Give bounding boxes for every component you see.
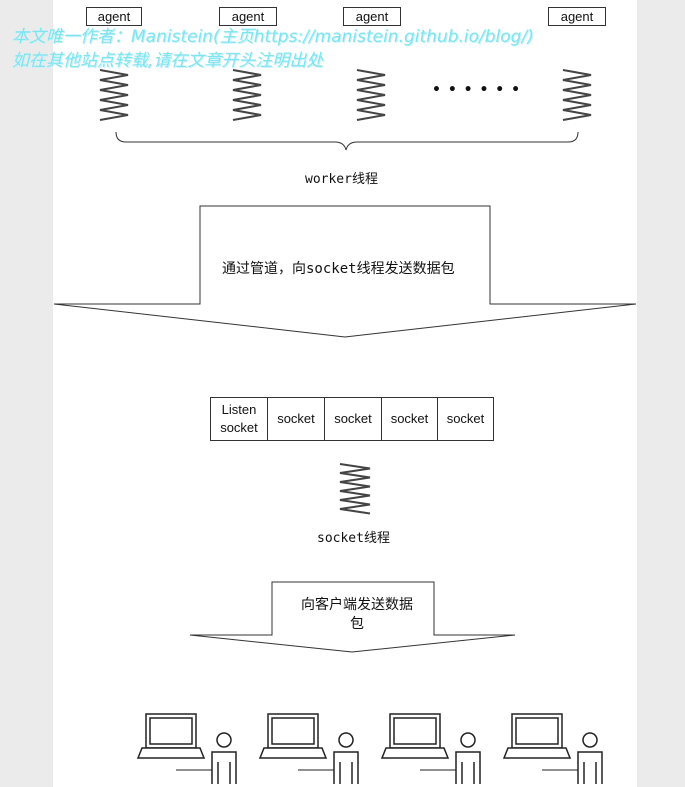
person-icon [577, 732, 603, 784]
laptop-icon [502, 713, 572, 759]
agent-box-4: agent [548, 7, 606, 26]
laptop-icon [136, 713, 206, 759]
person-icon [333, 732, 359, 784]
brace [115, 131, 579, 151]
agent-box-1: agent [86, 7, 142, 26]
worker-thread-label: worker线程 [305, 172, 378, 187]
socket-cell: socket [267, 397, 325, 441]
arrow1-text: 通过管道，向socket线程发送数据包 [222, 261, 455, 277]
arrow2-text: 向客户端发送数据包 [301, 597, 413, 632]
laptop-icon [258, 713, 328, 759]
person-icon [455, 732, 481, 784]
spring-icon [339, 463, 371, 515]
client-2 [258, 713, 359, 784]
client-1 [136, 713, 237, 784]
ellipsis: • • • • • • [432, 82, 522, 98]
arrow-down-2 [189, 581, 516, 653]
client-4 [502, 713, 603, 784]
socket-cell: socket [324, 397, 382, 441]
diagram-canvas [53, 0, 637, 787]
spring-icon [232, 69, 262, 121]
spring-icon [99, 69, 129, 121]
agent-box-2: agent [219, 7, 277, 26]
arrow-down-1 [53, 205, 637, 338]
listen-socket-cell: Listen socket [210, 397, 268, 441]
spring-icon [562, 69, 592, 121]
socket-cell: socket [381, 397, 438, 441]
socket-cell: socket [437, 397, 494, 441]
watermark-line-2: 如在其他站点转载,请在文章开头注明出处 [12, 51, 324, 71]
laptop-icon [380, 713, 450, 759]
socket-thread-label: socket线程 [317, 531, 390, 546]
agent-box-3: agent [343, 7, 401, 26]
spring-icon [356, 69, 386, 121]
client-3 [380, 713, 481, 784]
person-icon [211, 732, 237, 784]
watermark-line-1: 本文唯一作者：Manistein(主页https://manistein.git… [12, 27, 534, 47]
